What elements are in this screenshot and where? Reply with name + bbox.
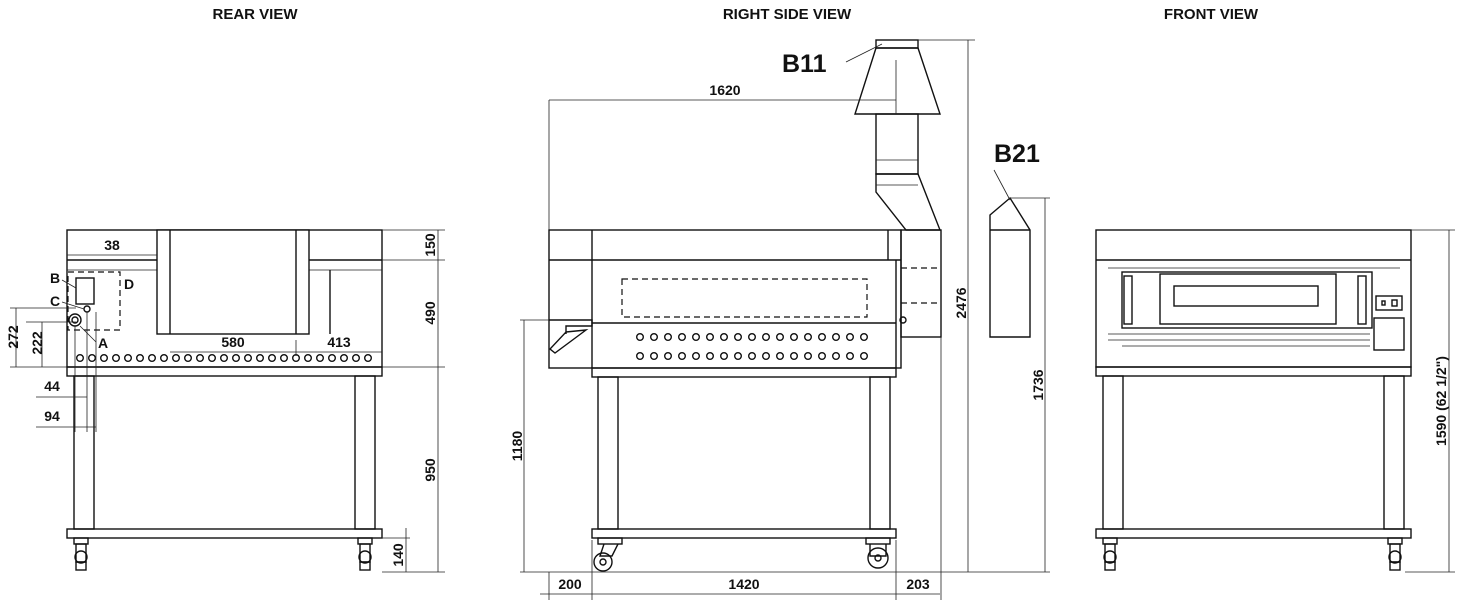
dim-94: 94 (44, 408, 60, 424)
front-view-title: FRONT VIEW (1164, 6, 1259, 23)
label-b11: B11 (782, 50, 827, 78)
chimney-pipe (875, 113, 919, 175)
rear-flue-panel (156, 229, 310, 335)
front-caster-right (1387, 537, 1403, 571)
rear-vent-row (75, 354, 373, 363)
dim-1590: 1590 (62 1/2") (1433, 356, 1449, 446)
label-b: B (50, 270, 60, 286)
dim-150: 150 (422, 233, 438, 257)
rear-view-title: REAR VIEW (212, 6, 298, 23)
side-view-title: RIGHT SIDE VIEW (723, 6, 852, 23)
side-oven-body (548, 229, 902, 369)
dim-1180: 1180 (509, 431, 525, 462)
dim-2476: 2476 (953, 287, 969, 318)
front-hinge-right (1357, 275, 1367, 325)
side-caster-right (865, 537, 891, 569)
front-caster-left (1102, 537, 1118, 571)
front-leg-left (1102, 375, 1124, 530)
dim-203: 203 (906, 576, 930, 592)
rear-bottom-shelf (66, 528, 383, 539)
dim-200: 200 (558, 576, 582, 592)
dim-1736: 1736 (1030, 369, 1046, 400)
side-caster-left (593, 537, 623, 572)
side-bottom-shelf (591, 528, 897, 539)
front-bottom-shelf (1095, 528, 1412, 539)
dim-1620: 1620 (709, 82, 740, 98)
front-view: 1590 (62 1/2") (1095, 229, 1455, 573)
dim-44: 44 (44, 378, 60, 394)
rear-caster-left (73, 537, 89, 571)
dim-580: 580 (221, 334, 245, 350)
chimney-cap (875, 39, 919, 49)
chimney-hood (854, 47, 941, 115)
front-control-switch (1375, 295, 1403, 311)
side-flue-block (900, 229, 942, 338)
dim-950: 950 (422, 458, 438, 482)
dim-413: 413 (327, 334, 351, 350)
chimney-elbow (875, 173, 942, 231)
dim-140: 140 (390, 543, 406, 567)
dim-490: 490 (422, 301, 438, 325)
dim-1420: 1420 (728, 576, 759, 592)
b21-unit (989, 196, 1031, 338)
rear-view: 38 580 413 150 490 950 140 272 222 44 94 (5, 229, 445, 573)
dim-272: 272 (5, 325, 21, 349)
side-leg-left (597, 376, 619, 530)
front-leg-right (1383, 375, 1405, 530)
side-vent-rows (636, 333, 869, 361)
side-door-handle (548, 329, 589, 354)
rear-caster-right (357, 537, 373, 571)
label-a: A (98, 335, 108, 351)
side-view: 1620 1180 200 1420 203 2476 1736 B11 B21 (509, 39, 1050, 600)
side-leg-right (869, 376, 891, 530)
front-hinge-left (1123, 275, 1133, 325)
front-door-window (1173, 285, 1319, 307)
front-oven-body (1095, 229, 1412, 368)
rear-leg-left (73, 375, 95, 530)
rear-leg-right (354, 375, 376, 530)
rear-box-b (75, 277, 95, 305)
label-c: C (50, 293, 60, 309)
dim-222: 222 (29, 331, 45, 355)
side-internal-chamber (621, 278, 868, 318)
dim-38: 38 (104, 237, 120, 253)
rear-box-d (67, 271, 121, 331)
front-oven-door (1121, 271, 1373, 329)
front-control-panel (1373, 317, 1405, 351)
label-d: D (124, 276, 134, 292)
rear-connection-a (68, 313, 82, 327)
label-b21: B21 (994, 140, 1040, 168)
